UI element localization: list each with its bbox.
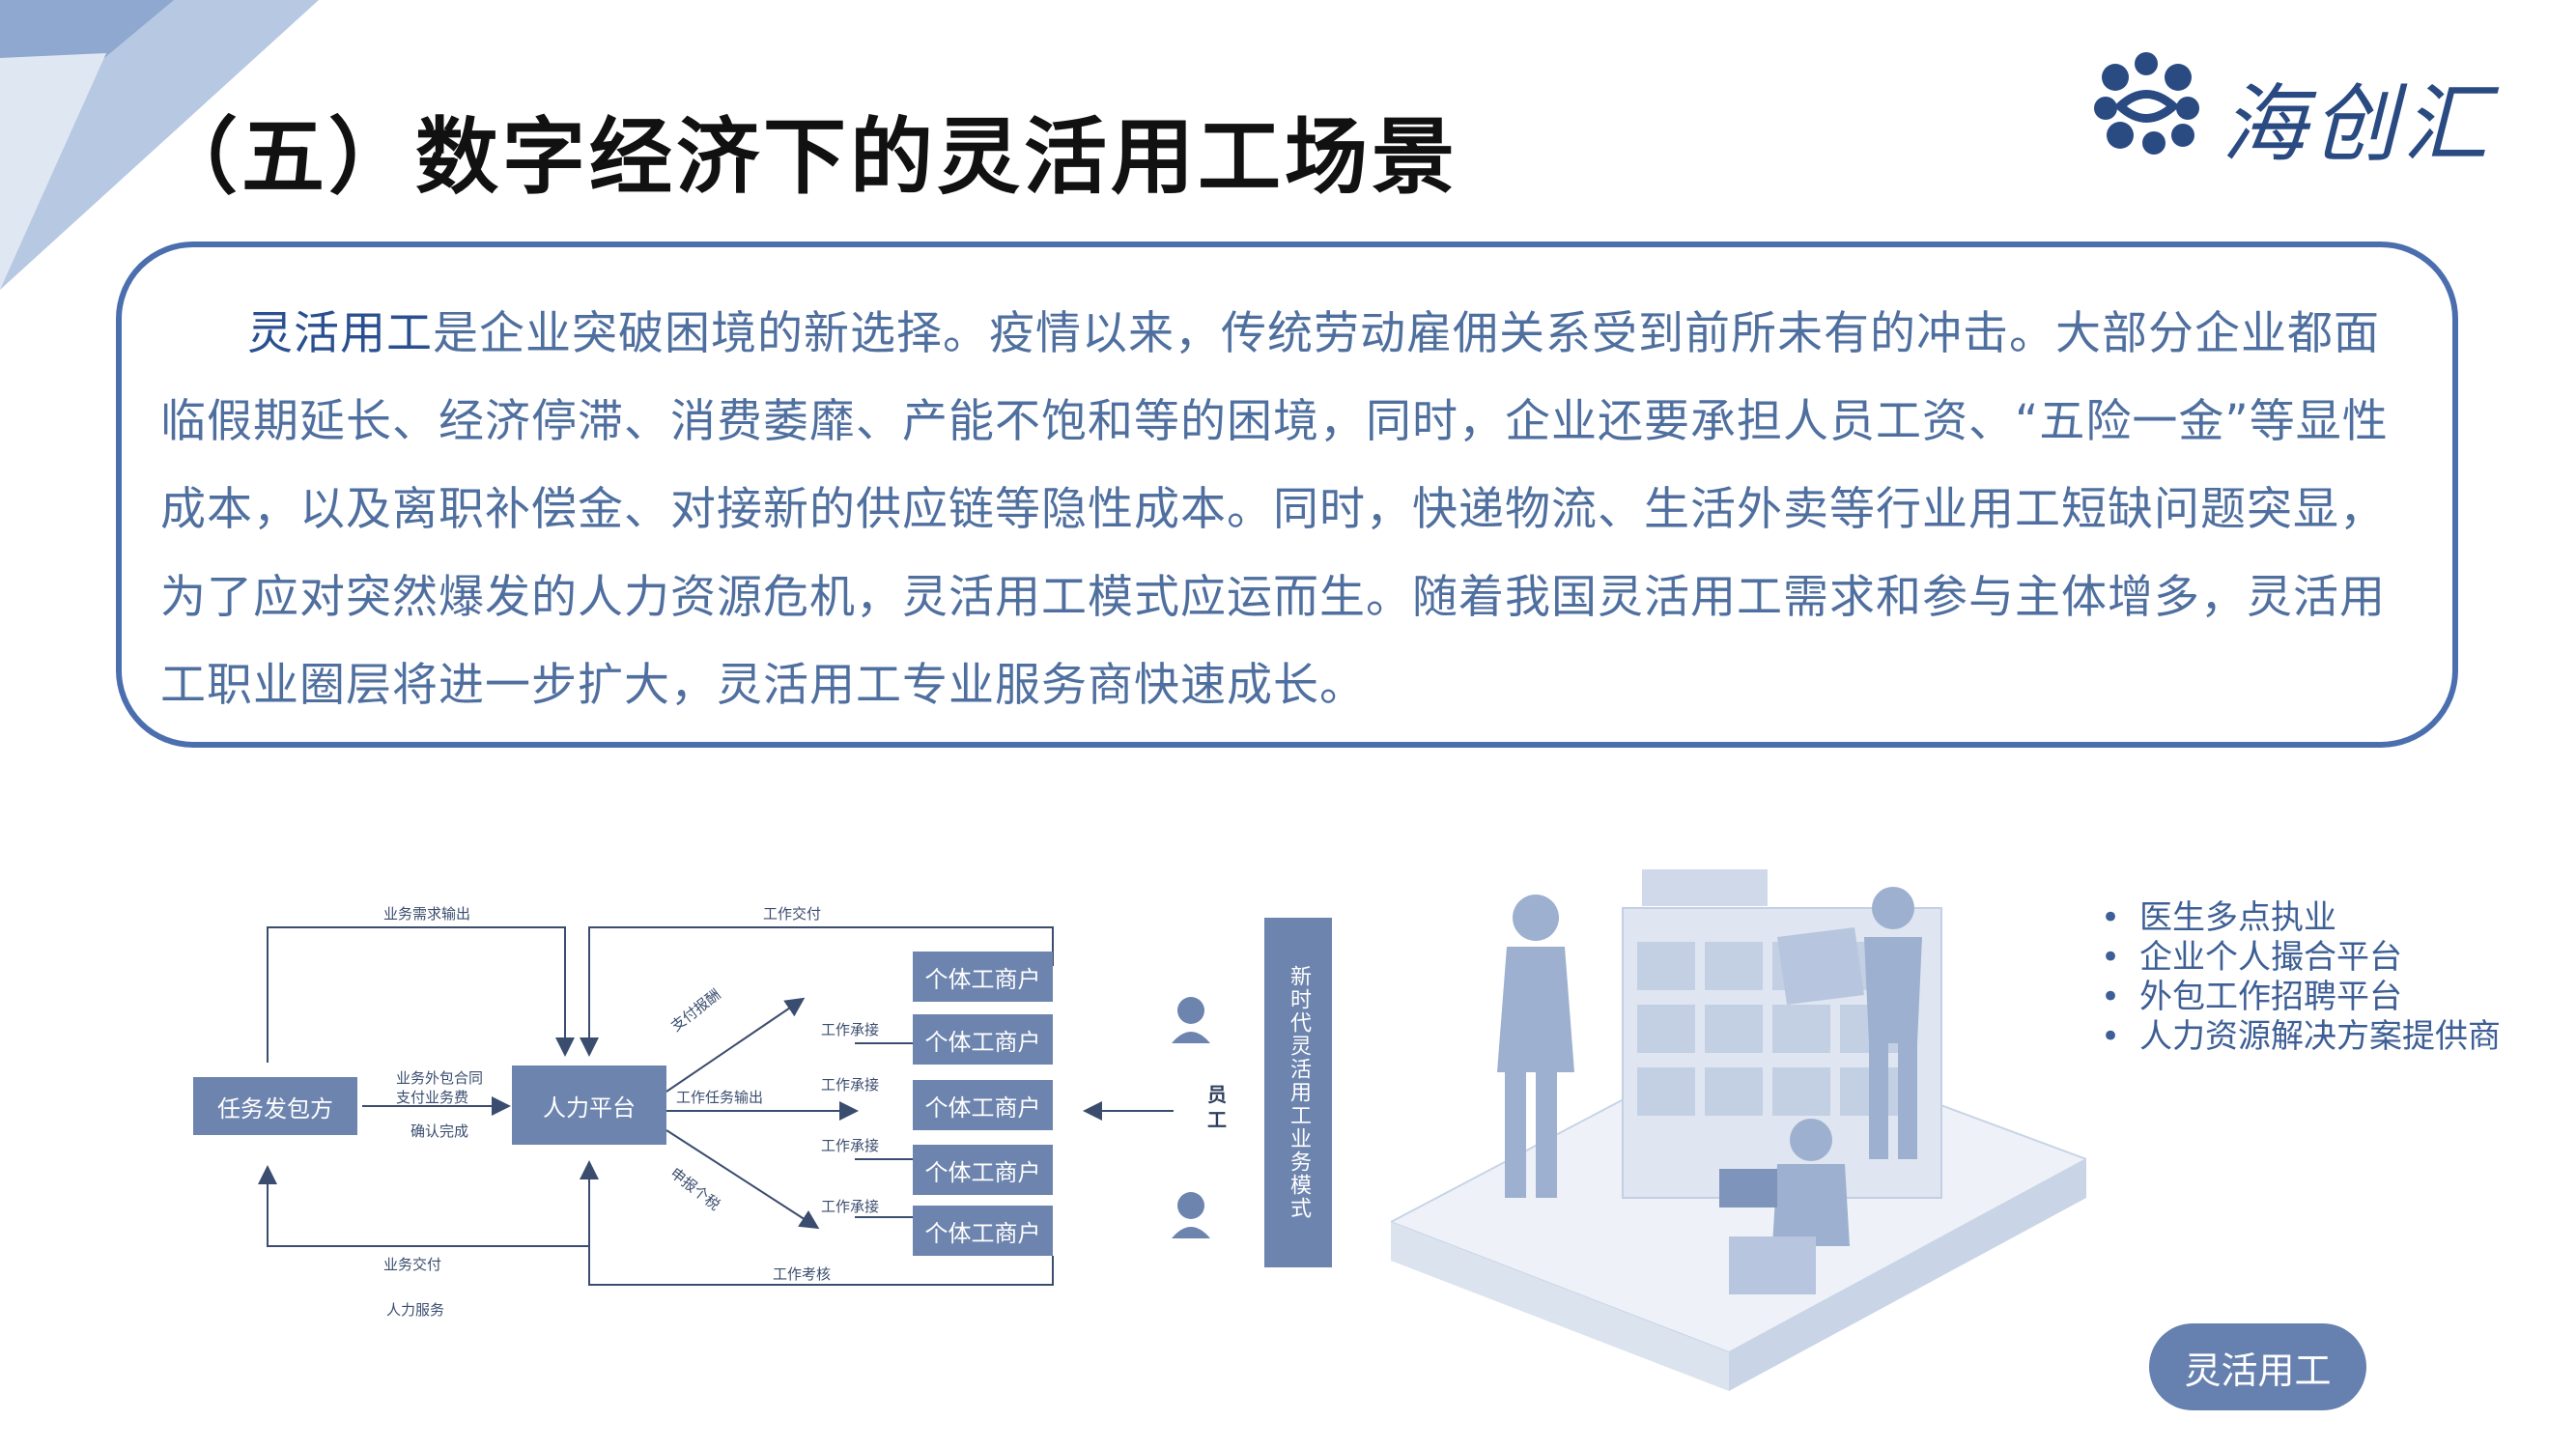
merchant-box: 个体工商户 bbox=[913, 952, 1053, 1002]
wave-emblem-icon bbox=[2094, 52, 2199, 155]
intro-body: 是企业突破困境的新选择。疫情以来，传统劳动雇佣关系受到前所未有的冲击。大部分企业… bbox=[160, 307, 2389, 712]
merchant-box: 个体工商户 bbox=[913, 1014, 1053, 1065]
worker-icons bbox=[1172, 997, 1210, 1238]
hr-platform-box: 人力平台 bbox=[512, 1065, 666, 1145]
brand-logo: 海创汇 bbox=[2086, 39, 2531, 174]
label-business-demand: 业务需求输出 bbox=[383, 905, 471, 923]
merchant-box: 个体工商户 bbox=[913, 1206, 1053, 1256]
list-item: •医生多点执业 bbox=[2101, 898, 2336, 937]
intro-panel bbox=[116, 242, 2458, 748]
label-work-review: 工作考核 bbox=[773, 1265, 832, 1283]
label-business-delivery: 业务交付 bbox=[383, 1256, 442, 1273]
flexible-work-illustration bbox=[1391, 869, 2086, 1391]
label-work-delivery: 工作交付 bbox=[763, 905, 822, 923]
merchant-box: 个体工商户 bbox=[913, 1080, 1053, 1130]
flow-connectors bbox=[258, 926, 1210, 1286]
model-label-bar: 新时代灵活用工业务模式 bbox=[1264, 918, 1332, 1267]
list-item: •人力资源解决方案提供商 bbox=[2101, 1017, 2501, 1056]
label-undertake: 工作承接 bbox=[821, 1137, 880, 1154]
label-undertake: 工作承接 bbox=[821, 1076, 880, 1094]
business-flow-diagram: 任务发包方 人力平台 个体工商户 个体工商户 个体工商户 个体工商户 个体工商户… bbox=[179, 889, 1347, 1352]
scenario-list: •医生多点执业 •企业个人撮合平台 •外包工作招聘平台 •人力资源解决方案提供商 bbox=[2101, 898, 2501, 1057]
intro-paragraph: 灵活用工是企业突破困境的新选择。疫情以来，传统劳动雇佣关系受到前所未有的冲击。大… bbox=[160, 290, 2425, 729]
task-issuer-box: 任务发包方 bbox=[193, 1077, 357, 1135]
flexible-work-badge: 灵活用工 bbox=[2149, 1323, 2366, 1410]
label-confirm: 确认完成 bbox=[410, 1122, 469, 1140]
list-item: •企业个人撮合平台 bbox=[2101, 938, 2402, 977]
label-undertake: 工作承接 bbox=[821, 1021, 880, 1038]
label-outsourcing: 业务外包合同 bbox=[396, 1069, 484, 1087]
label-hr-service: 人力服务 bbox=[386, 1301, 445, 1319]
intro-highlight: 灵活用工 bbox=[247, 307, 433, 360]
label-pay-fee: 支付业务费 bbox=[396, 1089, 469, 1106]
brand-name: 海创汇 bbox=[2222, 74, 2495, 174]
label-undertake: 工作承接 bbox=[821, 1198, 880, 1215]
label-task-output: 工作任务输出 bbox=[676, 1089, 764, 1106]
page-title: （五）数字经济下的灵活用工场景 bbox=[155, 109, 1458, 206]
list-item: •外包工作招聘平台 bbox=[2101, 978, 2402, 1016]
merchant-box: 个体工商户 bbox=[913, 1145, 1053, 1195]
worker-label: 员工 bbox=[1207, 1083, 1227, 1131]
